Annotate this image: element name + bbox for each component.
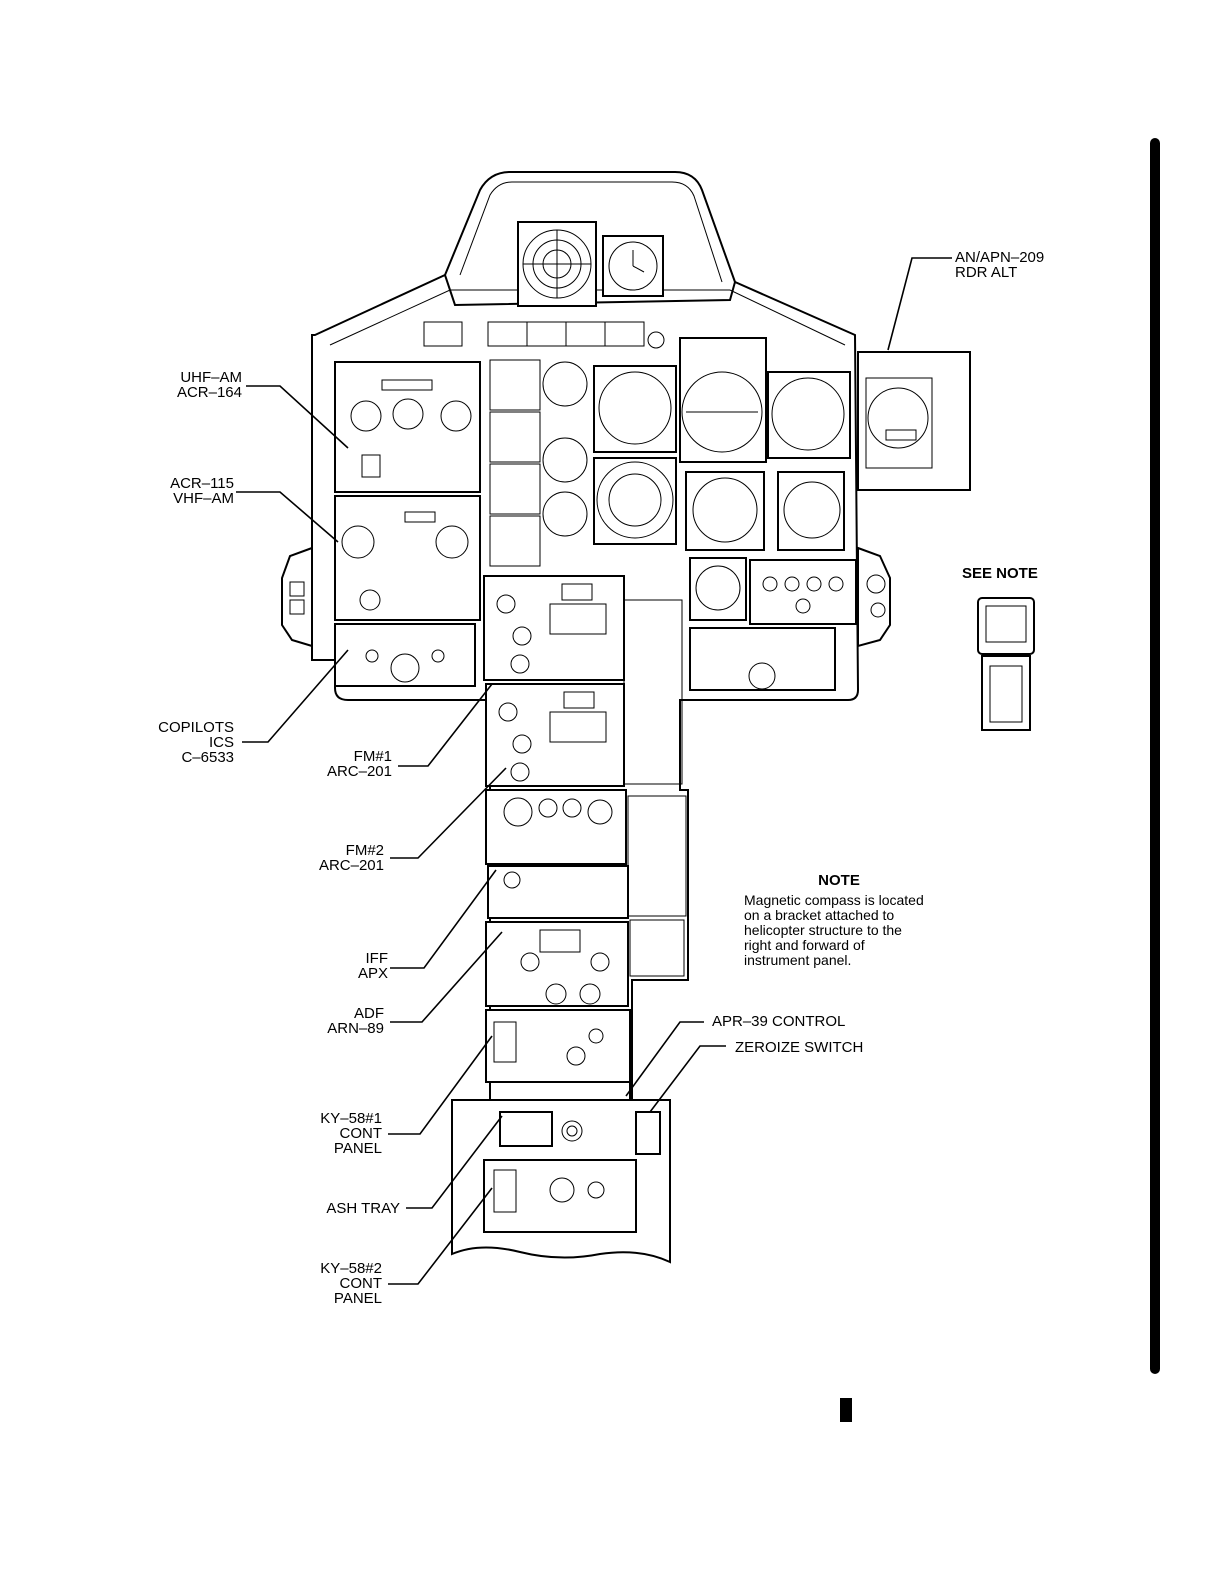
callout-fm2-line2: ARC–201 [318, 857, 384, 874]
change-bar [1150, 138, 1160, 1374]
right-side-bracket [857, 546, 891, 648]
altimeter [767, 371, 851, 459]
callout-zeroize-switch: ZEROIZE SWITCH [735, 1040, 863, 1055]
callout-fm1-line2: ARC–201 [326, 763, 392, 780]
callout-adf-line1: ADF [354, 1005, 384, 1022]
attitude-indicator [679, 337, 767, 463]
callout-ics-line2: ICS [208, 734, 234, 751]
callout-adf: ADF ARN–89 [296, 1006, 384, 1036]
vsi-indicator [777, 471, 845, 551]
callout-iff-line1: IFF [365, 950, 389, 967]
callout-ics-line1: COPILOTS [158, 719, 234, 736]
turn-slip-indicator [689, 557, 747, 621]
callout-radar-altimeter: AN/APN–209 RDR ALT [955, 250, 1044, 280]
callout-ky1-line2: CONT [339, 1125, 383, 1142]
callout-ash-tray: ASH TRAY [300, 1201, 400, 1216]
ky58-1-control-panel [485, 1009, 631, 1083]
callout-fm2: FM#2 ARC–201 [292, 843, 384, 873]
fm2-radio [485, 683, 625, 787]
callout-uhf-line1: UHF–AM [180, 369, 242, 386]
note-title: NOTE [818, 872, 860, 889]
callout-vhf-line2: VHF–AM [173, 490, 234, 507]
callout-fm1: FM#1 ARC–201 [300, 749, 392, 779]
callout-ky2-line2: CONT [339, 1275, 383, 1292]
callout-uhf-am: UHF–AM ACR–164 [150, 370, 242, 400]
note-text: Magnetic compass is located on a bracket… [744, 892, 924, 968]
uhf-am-radio [334, 361, 481, 493]
airspeed-indicator [593, 365, 677, 453]
callout-fm1-line1: FM#1 [353, 748, 392, 765]
iff-panel [485, 789, 627, 865]
magnetic-compass [977, 597, 1035, 655]
callout-ics-line3: C–6533 [181, 749, 234, 766]
compass-bracket [981, 655, 1031, 731]
note-block: NOTE Magnetic compass is located on a br… [744, 872, 974, 968]
pilot-ics-panel [689, 627, 836, 691]
callout-vhf-am: ACR–115 VHF–AM [142, 476, 234, 506]
fm1-radio [483, 575, 625, 681]
hsi-indicator [593, 457, 677, 545]
callout-zeroize-line1: ZEROIZE SWITCH [735, 1039, 864, 1056]
callout-iff: IFF APX [300, 951, 388, 981]
callout-ash-line1: ASH TRAY [326, 1200, 400, 1217]
callout-ky1-line1: KY–58#1 [320, 1110, 382, 1127]
callout-iff-line2: APX [357, 965, 388, 982]
callout-apr39-control: APR–39 CONTROL [712, 1014, 845, 1029]
page-mark [840, 1398, 852, 1422]
see-note-label: SEE NOTE [962, 565, 1038, 582]
ash-tray [499, 1111, 553, 1147]
callout-ky2-line1: KY–58#2 [320, 1260, 382, 1277]
callout-ky1-line3: PANEL [333, 1140, 382, 1157]
ky58-2-control-panel [483, 1159, 637, 1233]
callout-radalt-line2: RDR ALT [955, 264, 1018, 281]
rmi-indicator [685, 471, 765, 551]
callout-ky58-2: KY–58#2 CONT PANEL [292, 1261, 382, 1306]
callout-ky58-1: KY–58#1 CONT PANEL [292, 1111, 382, 1156]
zeroize-switch [635, 1111, 661, 1155]
callout-vhf-line1: ACR–115 [170, 475, 234, 492]
callout-apr39-line1: APR–39 CONTROL [712, 1013, 846, 1030]
callout-copilots-ics: COPILOTS ICS C–6533 [130, 720, 234, 765]
copilot-ics-panel [334, 623, 476, 687]
callout-adf-line2: ARN–89 [327, 1020, 384, 1037]
callout-radalt-line1: AN/APN–209 [955, 249, 1045, 266]
callout-ky2-line3: PANEL [333, 1290, 382, 1307]
callout-uhf-line2: ACR–164 [176, 384, 242, 401]
callout-fm2-line1: FM#2 [345, 842, 384, 859]
radar-altimeter-box [857, 351, 971, 491]
adf-panel [485, 921, 629, 1007]
iff-control-row [487, 865, 629, 919]
left-side-bracket [281, 546, 313, 648]
switch-panel [749, 559, 857, 625]
